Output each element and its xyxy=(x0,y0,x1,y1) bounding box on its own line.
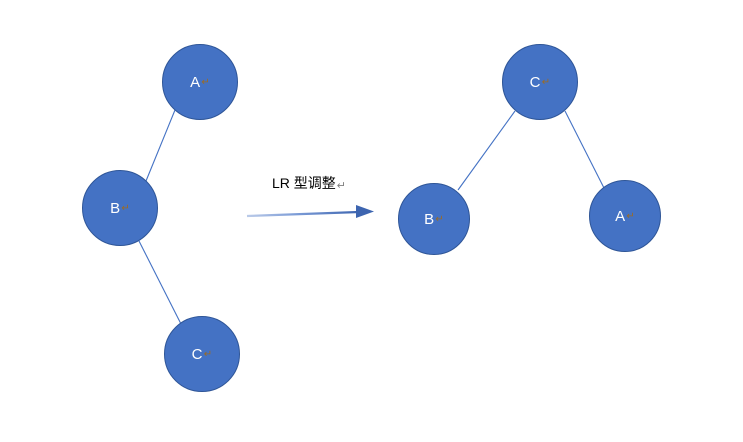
node-left-b-label: B xyxy=(110,199,121,217)
node-right-b-label: B xyxy=(424,210,435,228)
pilcrow-icon: ↵ xyxy=(336,180,347,192)
node-left-b[interactable]: B ↵ xyxy=(82,170,158,246)
transition-arrow-head xyxy=(356,205,374,218)
pilcrow-icon: ↵ xyxy=(203,349,213,360)
node-right-a[interactable]: A ↵ xyxy=(589,180,661,252)
pilcrow-icon: ↵ xyxy=(626,211,635,222)
node-left-c[interactable]: C ↵ xyxy=(164,316,240,392)
edge-b-c xyxy=(138,240,182,325)
edge-c-b xyxy=(457,110,516,191)
node-left-c-label: C xyxy=(191,345,203,363)
transition-label: LR 型调整↵ xyxy=(272,173,346,193)
pilcrow-icon: ↵ xyxy=(121,203,130,214)
node-right-b[interactable]: B ↵ xyxy=(398,183,470,255)
edge-c-a xyxy=(564,110,605,189)
pilcrow-icon: ↵ xyxy=(541,77,551,88)
node-right-c[interactable]: C ↵ xyxy=(502,44,578,120)
transition-label-text: LR 型调整 xyxy=(272,175,336,191)
edge-b-a xyxy=(145,109,176,182)
node-right-a-label: A xyxy=(615,207,626,225)
transition-arrow-shaft xyxy=(246,210,360,218)
node-left-a[interactable]: A ↵ xyxy=(162,44,238,120)
pilcrow-icon: ↵ xyxy=(201,77,210,88)
node-left-a-label: A xyxy=(190,73,201,91)
node-right-c-label: C xyxy=(529,73,541,91)
pilcrow-icon: ↵ xyxy=(435,214,444,225)
